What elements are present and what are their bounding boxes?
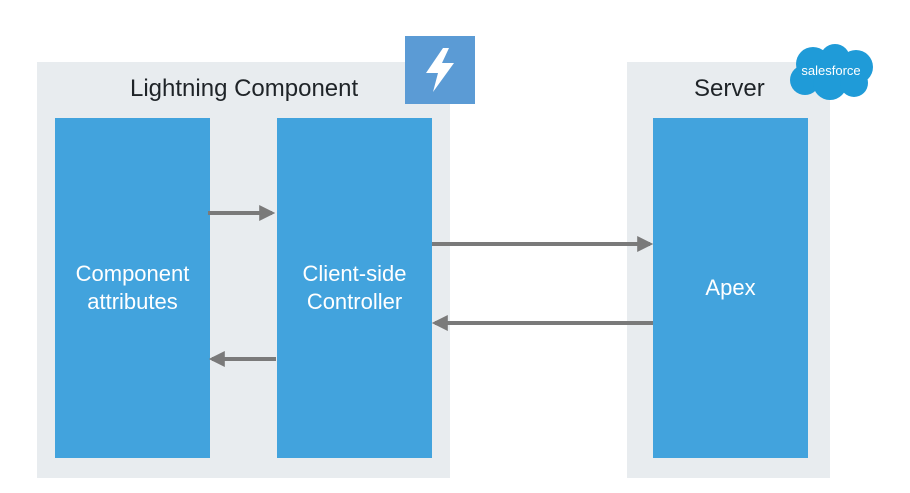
component-attributes-label: Component attributes xyxy=(75,261,190,314)
apex-label: Apex xyxy=(705,275,756,300)
client-side-controller-box: Client-side Controller xyxy=(277,118,432,458)
apex-box: Apex xyxy=(653,118,808,458)
server-title: Server xyxy=(694,75,765,102)
component-attributes-box: Component attributes xyxy=(55,118,210,458)
salesforce-cloud-icon xyxy=(790,44,873,100)
lightning-component-title: Lightning Component xyxy=(130,75,359,102)
lightning-bolt-icon xyxy=(405,36,475,104)
salesforce-logo-text: salesforce xyxy=(801,63,861,78)
lightning-bolt-svg xyxy=(426,48,454,92)
client-side-controller-label: Client-side Controller xyxy=(302,261,407,314)
